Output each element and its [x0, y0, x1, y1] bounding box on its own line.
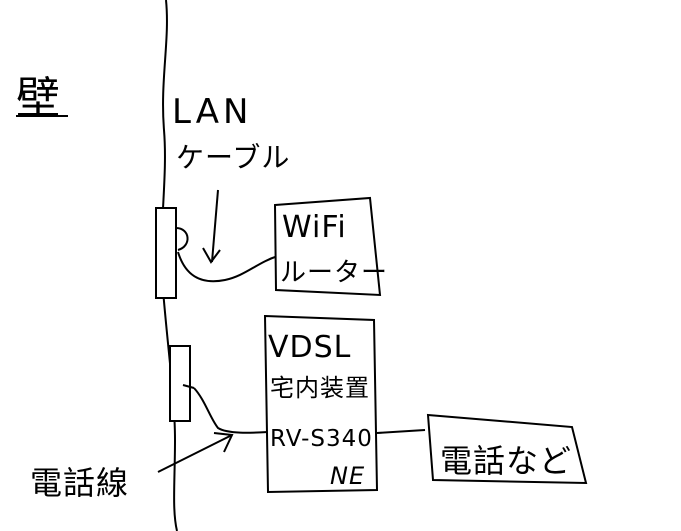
phone-wall-outlet — [169, 345, 191, 422]
phone-jack — [182, 384, 195, 389]
lan-cable-label-line2: ケーブル — [176, 141, 291, 174]
phone-line-arrow-head — [213, 432, 234, 453]
phone-label: 電話など — [440, 442, 573, 480]
vdsl-label-line4: NE — [330, 462, 366, 490]
wifi-router-label-line2: ルーター — [280, 258, 389, 288]
phone-line-arrow — [157, 434, 233, 473]
phone-line-label: 電話線 — [30, 464, 130, 502]
phone-line-cable — [193, 387, 269, 434]
lan-arrow — [211, 189, 219, 263]
vdsl-device-box — [263, 314, 379, 494]
vdsl-label-line1: VDSL — [268, 330, 352, 365]
wifi-router-box — [273, 196, 382, 297]
wall-label: 壁 — [16, 73, 61, 124]
phone-box — [426, 413, 588, 485]
lan-jack — [175, 227, 189, 251]
lan-cable — [177, 251, 279, 283]
lan-cable-label-line1: LAN — [172, 92, 253, 132]
wifi-router-label-line1: WiFi — [282, 210, 347, 245]
vdsl-phone-connection — [376, 429, 426, 434]
lan-arrow-head — [202, 247, 221, 264]
lan-wall-outlet — [155, 207, 177, 299]
vdsl-label-line3: RV-S340 — [270, 426, 373, 452]
vdsl-label-line2: 宅内装置 — [270, 374, 370, 402]
